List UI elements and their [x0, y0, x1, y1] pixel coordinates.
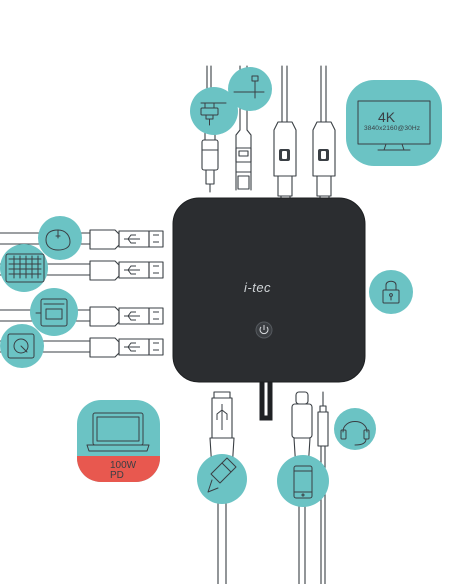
monitor-resolution-label: 4K: [378, 109, 396, 125]
power-icon: [259, 325, 269, 335]
usb-symbol: [216, 404, 228, 430]
mouse-icon: [45, 229, 71, 251]
usb-symbol: [124, 311, 140, 321]
smartphone-icon: [293, 465, 313, 499]
power-delivery-pd: PD: [110, 470, 124, 481]
power-delivery-label: 100W PD: [110, 461, 136, 481]
keyboard-icon: [5, 253, 45, 283]
hard-drive-icon: [35, 298, 68, 327]
power-delivery-watts: 100W: [110, 460, 137, 471]
monitor-4k-icon: [357, 100, 431, 151]
laptop-icon: [86, 412, 150, 452]
external-disk-icon: [7, 333, 35, 359]
usb-symbol: [124, 265, 140, 275]
monitor-spec-label: 3840x2160@30Hz: [364, 125, 421, 132]
headset-icon: [340, 421, 370, 446]
laptop-power-delivery-tile: [77, 400, 160, 482]
docking-station: [172, 197, 366, 383]
displayport-cable-1: [273, 65, 297, 206]
ethernet-icon: [233, 75, 265, 99]
usb-drive-icon: [207, 457, 237, 493]
power-button[interactable]: [255, 321, 273, 339]
displayport-cable-2: [312, 65, 336, 206]
usb-symbol: [124, 342, 140, 352]
usb-symbol: [124, 234, 140, 244]
power-plug-icon: [200, 102, 227, 126]
host-cable: [259, 365, 273, 421]
dock-brand-logo: i-tec: [244, 280, 272, 295]
lock-icon: [382, 280, 400, 304]
